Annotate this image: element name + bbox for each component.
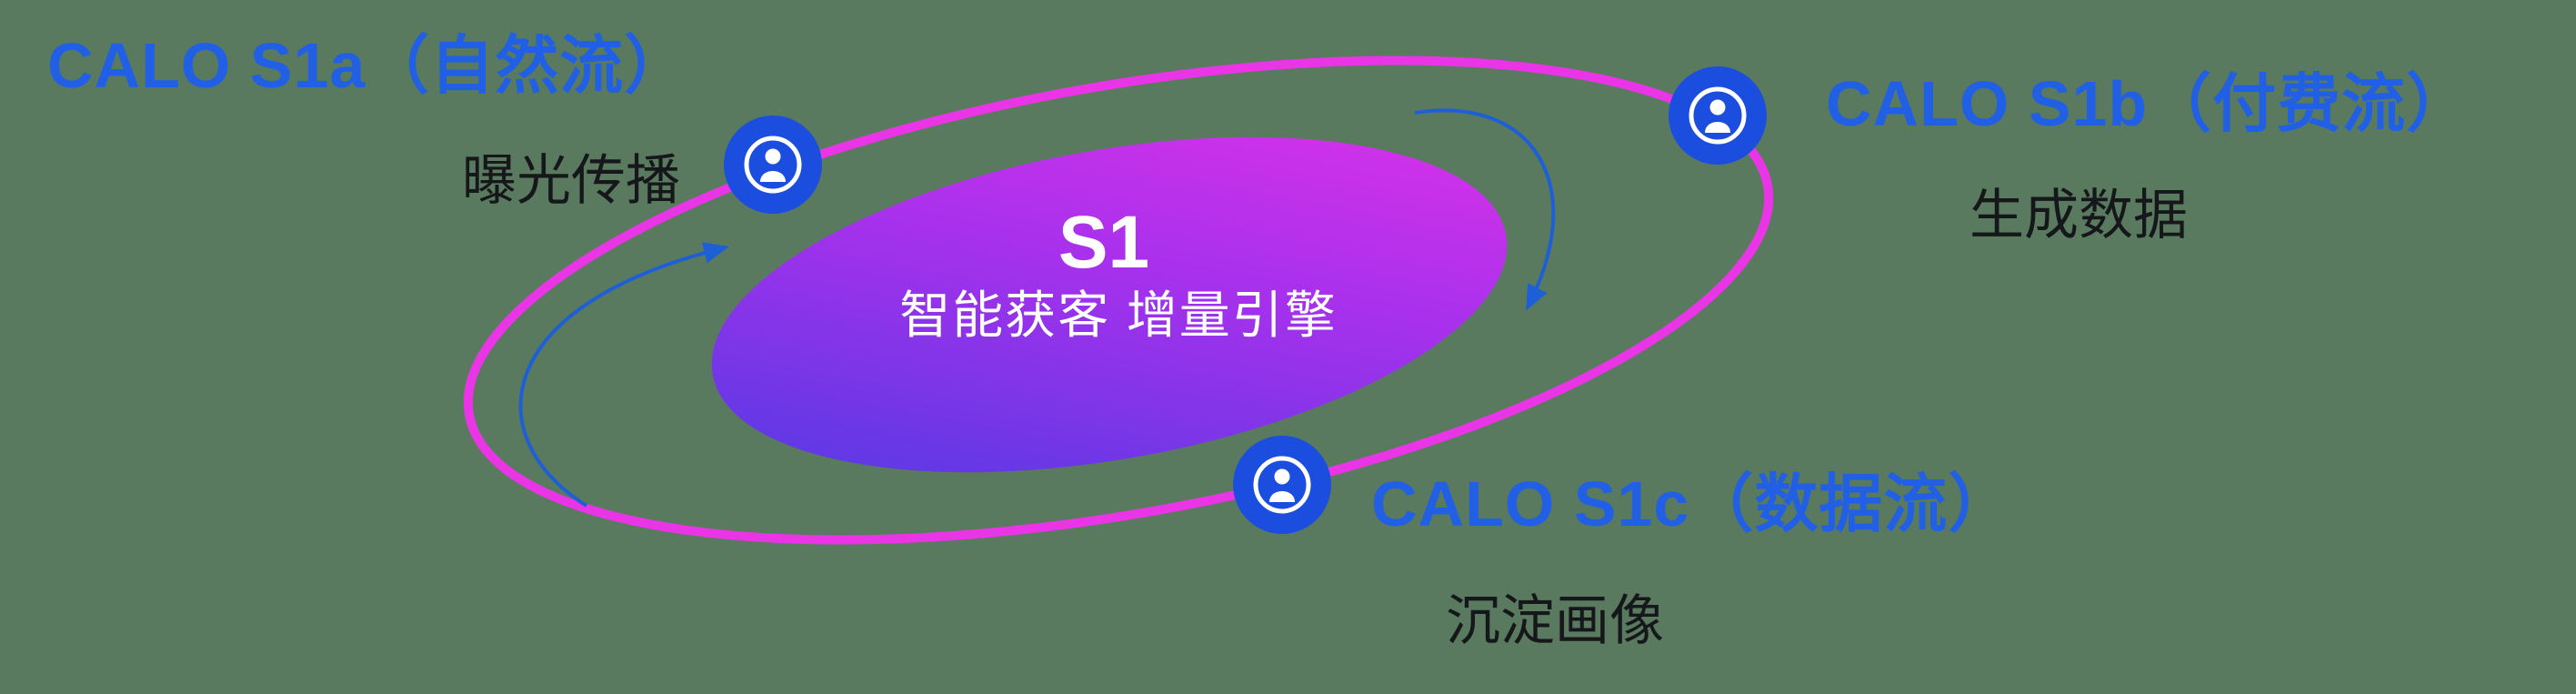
user-in-circle-icon [1689, 86, 1747, 145]
curved-arrow-up-icon [518, 242, 729, 508]
core-ellipse [711, 136, 1508, 473]
user-in-circle-icon [744, 136, 802, 194]
curved-arrow-down-icon [1414, 108, 1556, 311]
node-s1b-title: CALO S1b（付费流） [1826, 68, 2471, 139]
orbit-ring [463, 55, 1774, 545]
node-s1b-subtitle: 生成数据 [1970, 185, 2188, 246]
node-s1b [1669, 66, 1767, 165]
node-s1c-circle [1233, 436, 1331, 534]
node-s1a-circle [724, 116, 822, 214]
user-in-circle-icon [1253, 456, 1311, 514]
core-subtitle: 智能获客 增量引擎 [899, 287, 1338, 344]
node-s1a [724, 116, 822, 214]
node-s1a-subtitle: 曝光传播 [462, 150, 680, 211]
node-s1b-circle [1669, 66, 1767, 165]
node-s1c [1233, 436, 1331, 534]
node-s1a-title: CALO S1a（自然流） [47, 30, 689, 101]
core-title: S1 [1057, 201, 1150, 284]
node-s1c-title: CALO S1c（数据流） [1371, 468, 2013, 539]
node-s1c-subtitle: 沉淀画像 [1446, 590, 1664, 651]
